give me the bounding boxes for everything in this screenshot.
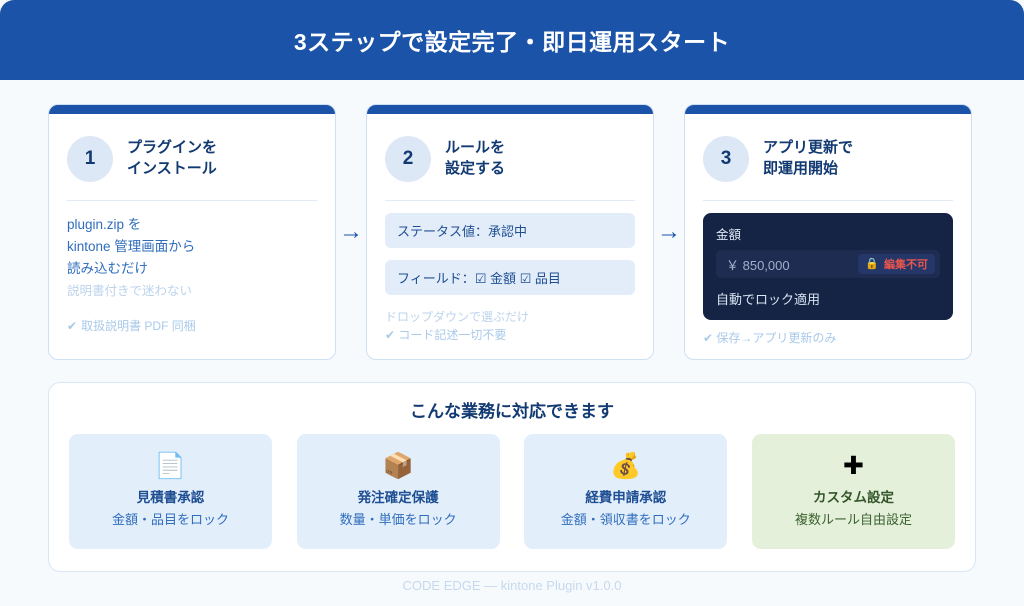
usecase-name: カスタム設定 <box>812 489 894 505</box>
package-icon: 📦 <box>382 452 414 481</box>
usecase-card-order-protection[interactable]: 📦 発注確定保護 数量・単価をロック <box>296 434 500 549</box>
usecase-card-quote-approval[interactable]: 📄 見積書承認 金額・品目をロック <box>69 434 272 549</box>
step-note: ドロップダウンで選ぶだけ <box>385 310 530 324</box>
check-icon: ✔ <box>67 318 78 333</box>
divider <box>385 200 635 201</box>
lock-icon: 🔒 <box>865 257 879 270</box>
money-bag-icon: 💰 <box>610 452 642 481</box>
field-label: 金額 <box>716 228 742 242</box>
check-label: 保存→アプリ更新のみ <box>716 331 837 345</box>
step-body: plugin.zip を kintone 管理画面から 読み込むだけ 説明書付き… <box>67 214 317 301</box>
card-accent-bar <box>367 105 653 114</box>
locked-status-badge: 🔒 編集不可 <box>858 254 935 274</box>
usecases-panel: こんな業務に対応できます 📄 見積書承認 金額・品目をロック 📦 発注確定保護 … <box>48 382 976 572</box>
usecase-name: 経費申請承認 <box>585 489 667 505</box>
amount-field: ￥ 850,000 🔒 編集不可 <box>716 250 940 278</box>
usecase-description: 数量・単価をロック <box>339 512 457 528</box>
step-header: 3 アプリ更新で 即運用開始 <box>703 128 953 190</box>
panel-note: 自動でロック適用 <box>716 292 821 307</box>
step-check-line: ✔ 保存→アプリ更新のみ <box>703 329 953 346</box>
step-note: 説明書付きで迷わない <box>67 283 193 298</box>
card-accent-bar <box>685 105 971 114</box>
check-label: 取扱説明書 PDF 同梱 <box>81 318 196 333</box>
step-check-line: ✔取扱説明書 PDF 同梱 <box>67 317 317 334</box>
step-card-1[interactable]: 1 プラグインを インストール plugin.zip を kintone 管理画… <box>48 104 336 360</box>
step-title: アプリ更新で 即運用開始 <box>763 139 854 177</box>
usecase-card-custom-setting[interactable]: ✚ カスタム設定 複数ルール自由設定 <box>751 434 955 549</box>
step-header: 1 プラグインを インストール <box>67 128 317 190</box>
usecases-grid: 📄 見積書承認 金額・品目をロック 📦 発注確定保護 数量・単価をロック 💰 経… <box>69 434 955 549</box>
step-title: ルールを 設定する <box>445 139 506 177</box>
step-title: プラグインを インストール <box>127 139 218 177</box>
step-number-badge: 1 <box>67 136 113 182</box>
page-title: 3ステップで設定完了・即日運用スタート <box>293 29 731 55</box>
check-label: コード記述一切不要 <box>398 328 507 342</box>
check-icon: ✔ <box>385 328 396 342</box>
header-banner: 3ステップで設定完了・即日運用スタート <box>0 0 1024 80</box>
plus-icon: ✚ <box>842 452 864 481</box>
usecase-name: 見積書承認 <box>136 489 205 505</box>
step-number-badge: 3 <box>703 136 749 182</box>
usecase-description: 金額・品目をロック <box>111 512 229 528</box>
rule-chip-fields[interactable]: フィールド：☑ 金額 ☑ 品目 <box>385 260 635 295</box>
arrow-right-icon: → <box>339 218 363 245</box>
divider <box>703 200 953 201</box>
document-icon: 📄 <box>154 452 187 481</box>
amount-value: ￥ 850,000 <box>726 257 790 273</box>
locked-field-preview: 金額 ￥ 850,000 🔒 編集不可 自動でロック適用 <box>703 213 953 320</box>
card-accent-bar <box>49 105 335 114</box>
footer-branding: CODE EDGE — kintone Plugin v1.0.0 <box>402 578 622 593</box>
usecase-description: 複数ルール自由設定 <box>794 512 912 528</box>
rule-chip-status[interactable]: ステータス値：承認中 <box>385 213 635 248</box>
steps-row: 1 プラグインを インストール plugin.zip を kintone 管理画… <box>48 104 976 362</box>
arrow-2-to-3: → <box>654 104 684 360</box>
locked-label: 編集不可 <box>884 259 928 271</box>
arrow-right-icon: → <box>657 218 681 245</box>
usecase-name: 発注確定保護 <box>357 489 439 505</box>
body-line: kintone 管理画面から <box>67 238 196 254</box>
step-header: 2 ルールを 設定する <box>385 128 635 190</box>
usecase-description: 金額・領収書をロック <box>560 512 691 528</box>
step-card-2[interactable]: 2 ルールを 設定する ステータス値：承認中 フィールド：☑ 金額 ☑ 品目 ド… <box>366 104 654 360</box>
usecase-card-expense-approval[interactable]: 💰 経費申請承認 金額・領収書をロック <box>524 434 728 549</box>
step-number-badge: 2 <box>385 136 431 182</box>
step-footer: ドロップダウンで選ぶだけ ✔ コード記述一切不要 <box>385 308 635 344</box>
usecases-title: こんな業務に対応できます <box>410 402 614 421</box>
step-card-3[interactable]: 3 アプリ更新で 即運用開始 金額 ￥ 850,000 🔒 編集不可 自動でロッ… <box>684 104 972 360</box>
step-check-line: ✔ コード記述一切不要 <box>385 326 635 344</box>
arrow-1-to-2: → <box>336 104 366 360</box>
body-line: plugin.zip を <box>67 217 142 232</box>
divider <box>67 200 317 201</box>
body-line: 読み込むだけ <box>67 260 148 276</box>
check-icon: ✔ <box>703 331 714 345</box>
